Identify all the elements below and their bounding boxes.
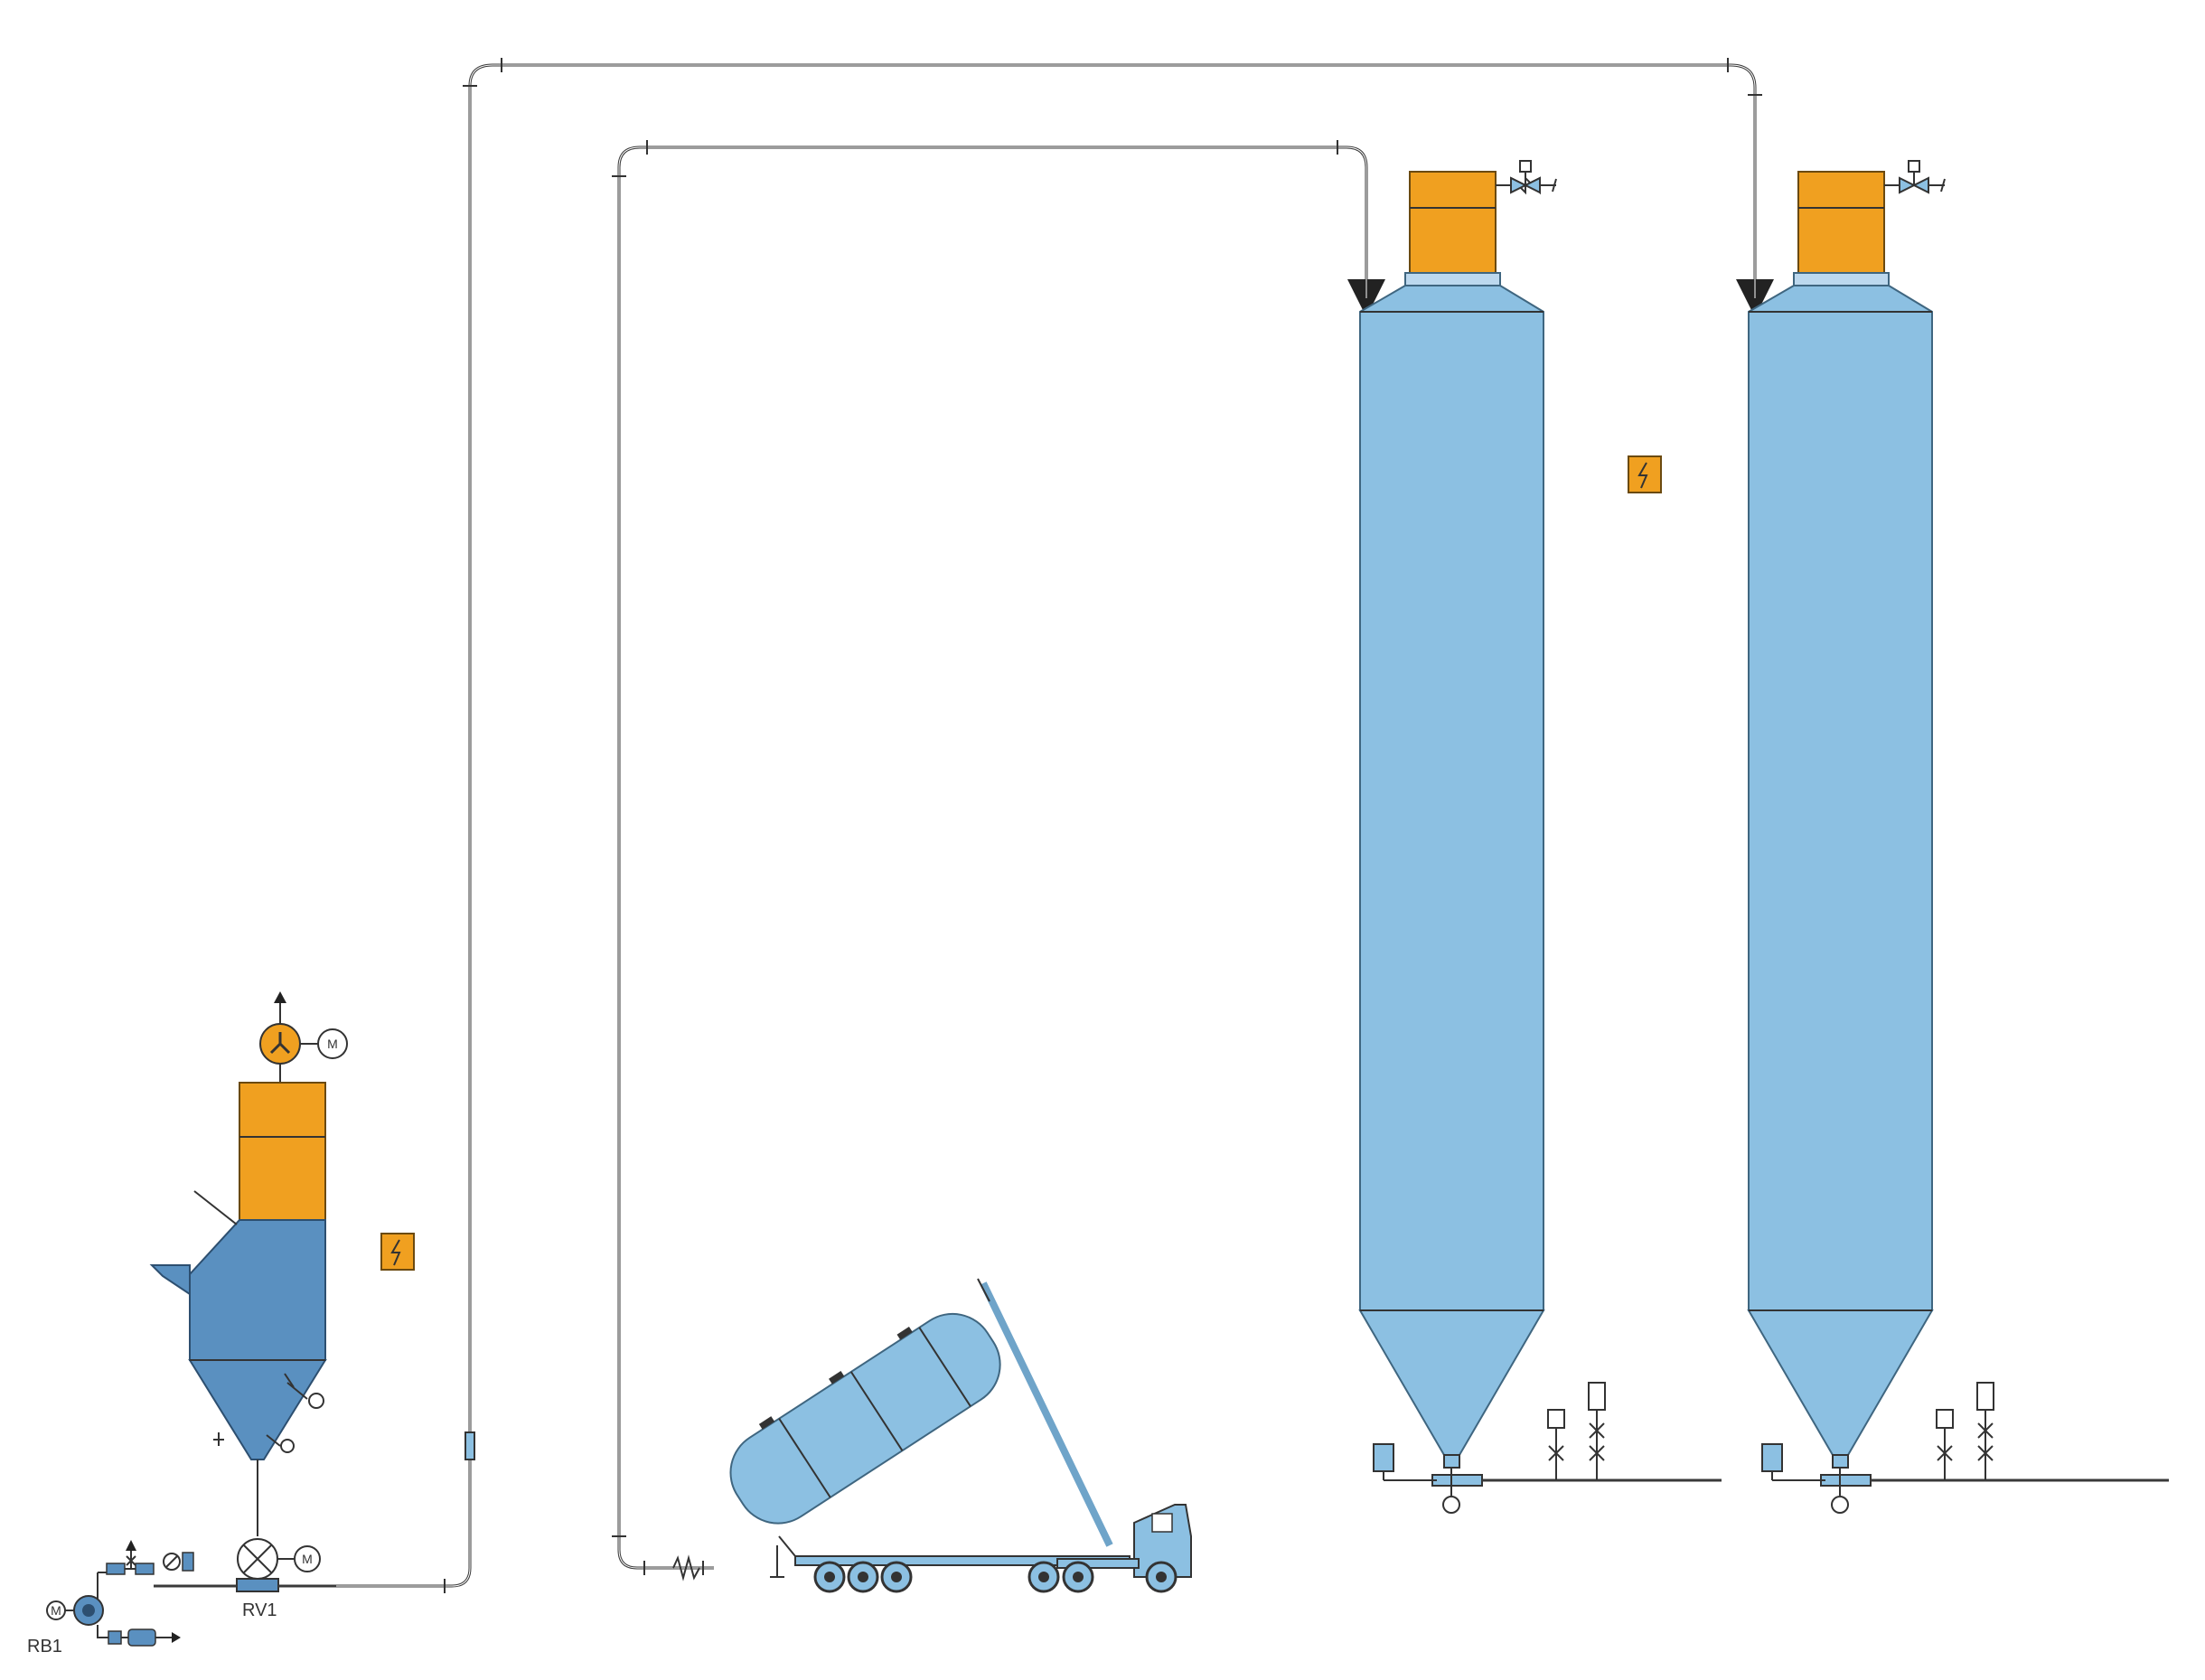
silo-1-vent-valve-icon[interactable] bbox=[1496, 160, 1557, 195]
conveying-line-inner bbox=[612, 140, 1385, 1581]
fan-motor-icon: M bbox=[317, 1028, 348, 1059]
silo-1-filter[interactable] bbox=[1409, 171, 1497, 274]
silo-2-vent-valve-icon[interactable] bbox=[1884, 160, 1946, 194]
rv1-motor-label: M bbox=[302, 1552, 313, 1566]
blower-motor-icon bbox=[46, 1600, 66, 1620]
bulk-tanker-truck-icon[interactable] bbox=[711, 1278, 1192, 1593]
hopper-lightning-alarm-icon[interactable] bbox=[380, 1233, 415, 1271]
silo-2-filter[interactable] bbox=[1797, 171, 1885, 274]
storage-silo-1[interactable] bbox=[1358, 160, 1722, 1514]
truck-cab bbox=[1027, 1504, 1192, 1593]
rotary-valve-rv1[interactable]: M RV1 bbox=[236, 1538, 336, 1620]
silo-2-aeration-valves[interactable] bbox=[1936, 1382, 1994, 1480]
trailer-wheels bbox=[813, 1561, 913, 1593]
silo-1-discharge-motor-icon bbox=[1442, 1496, 1460, 1514]
conveying-line-outer bbox=[334, 58, 1774, 1593]
receiving-hopper[interactable]: M bbox=[149, 991, 348, 1536]
exhaust-fan-icon[interactable] bbox=[259, 991, 318, 1065]
silo-2-discharge-motor-icon bbox=[1831, 1496, 1849, 1514]
storage-silo-2[interactable] bbox=[1747, 160, 2169, 1514]
lightning-alarm-icon[interactable] bbox=[1628, 455, 1662, 493]
rv1-motor-icon bbox=[294, 1545, 321, 1572]
hopper-filter[interactable] bbox=[239, 1082, 326, 1221]
rotary-valve-label: RV1 bbox=[242, 1600, 277, 1620]
fan-motor-label: M bbox=[327, 1037, 338, 1051]
root-blower-rb1[interactable]: M RB1 bbox=[27, 1540, 237, 1657]
silo-1-aeration-valves[interactable] bbox=[1547, 1382, 1606, 1480]
blower-motor-label: M bbox=[51, 1603, 61, 1618]
root-blower-label: RB1 bbox=[27, 1637, 62, 1657]
